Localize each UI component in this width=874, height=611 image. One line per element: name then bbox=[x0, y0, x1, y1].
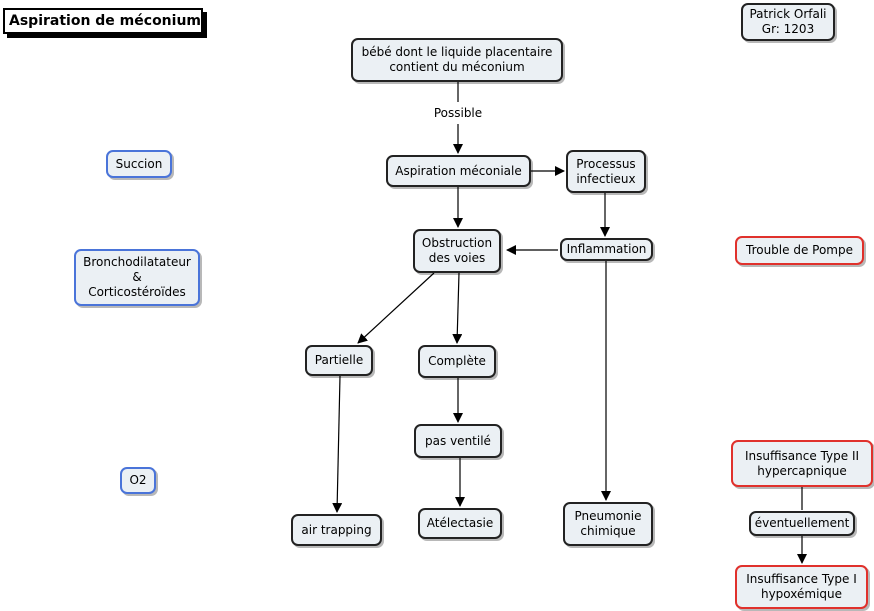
author-group: Gr: 1203 bbox=[761, 22, 815, 36]
node-inflammation[interactable]: Inflammation bbox=[560, 238, 653, 261]
edge-partielle-airtrapping bbox=[332, 375, 343, 513]
edge-obstruction-complete bbox=[452, 272, 463, 344]
edge-label-possible: Possible bbox=[428, 104, 488, 122]
node-air-trapping[interactable]: air trapping bbox=[291, 514, 382, 546]
diagram-title: Aspiration de méconium bbox=[3, 8, 203, 34]
node-eventuellement[interactable]: éventuellement bbox=[749, 510, 855, 536]
edge-label-eventuellement: éventuellement bbox=[748, 510, 856, 536]
edge-obstruction-partielle bbox=[357, 272, 435, 344]
node-partielle[interactable]: Partielle bbox=[305, 345, 373, 376]
node-pas-ventile[interactable]: pas ventilé bbox=[414, 424, 502, 458]
node-pneumonie[interactable]: Pneumonie chimique bbox=[563, 502, 653, 546]
node-succion[interactable]: Succion bbox=[106, 150, 172, 178]
author-node: Patrick Orfali Gr: 1203 bbox=[741, 3, 835, 41]
node-trouble-pompe[interactable]: Trouble de Pompe bbox=[735, 236, 864, 265]
author-name: Patrick Orfali bbox=[749, 7, 827, 21]
node-aspiration[interactable]: Aspiration méconiale bbox=[386, 155, 531, 187]
node-processus[interactable]: Processus infectieux bbox=[566, 150, 646, 193]
node-bebe[interactable]: bébé dont le liquide placentaire contien… bbox=[351, 38, 563, 82]
node-broncho[interactable]: Bronchodilatateur & Corticostéroïdes bbox=[74, 249, 200, 306]
node-insuffisance-type2[interactable]: Insuffisance Type II hypercapnique bbox=[731, 440, 873, 487]
node-complete[interactable]: Complète bbox=[418, 345, 496, 378]
node-o2[interactable]: O2 bbox=[120, 467, 156, 494]
node-insuffisance-type1[interactable]: Insuffisance Type I hypoxémique bbox=[735, 565, 868, 609]
node-obstruction[interactable]: Obstruction des voies bbox=[413, 229, 501, 273]
node-atelectasie[interactable]: Atélectasie bbox=[418, 508, 502, 539]
